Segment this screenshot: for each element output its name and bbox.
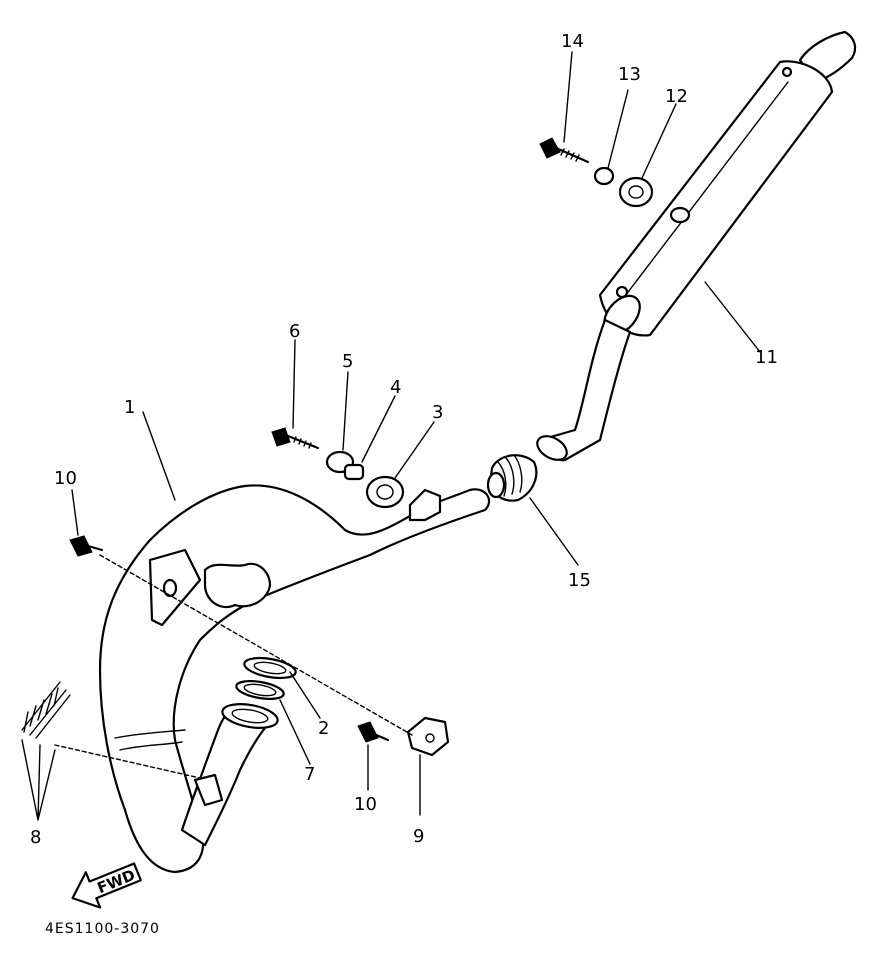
exhaust-pipe bbox=[98, 484, 491, 874]
callout-1: 1 bbox=[124, 397, 135, 418]
springs bbox=[21, 681, 71, 739]
drawing-code: 4ES1100-3070 bbox=[45, 921, 160, 937]
leader-lines bbox=[21, 51, 761, 821]
callout-14: 14 bbox=[561, 31, 584, 52]
joint-part-15 bbox=[486, 454, 538, 502]
callout-8: 8 bbox=[30, 827, 41, 848]
callout-3: 3 bbox=[432, 402, 443, 423]
callout-5: 5 bbox=[342, 351, 353, 372]
mount-hardware bbox=[271, 427, 405, 509]
callout-13: 13 bbox=[618, 64, 641, 85]
silencer-mount-hardware bbox=[539, 137, 654, 208]
callout-9: 9 bbox=[413, 826, 424, 847]
callout-2: 2 bbox=[318, 718, 329, 739]
callout-labels: 1 2 3 4 5 6 7 8 9 10 10 11 12 13 14 15 bbox=[30, 31, 778, 848]
callout-7: 7 bbox=[304, 764, 315, 785]
callout-12: 12 bbox=[665, 86, 688, 107]
callout-11: 11 bbox=[755, 347, 778, 368]
callout-6: 6 bbox=[289, 321, 300, 342]
forward-direction-arrow: FWD bbox=[71, 862, 142, 909]
callout-10-bottom: 10 bbox=[354, 794, 377, 815]
callout-4: 4 bbox=[390, 377, 401, 398]
callout-10-top: 10 bbox=[54, 468, 77, 489]
silencer bbox=[536, 30, 857, 462]
bolts-and-stay bbox=[69, 535, 450, 757]
callout-15: 15 bbox=[568, 570, 591, 591]
gaskets bbox=[221, 656, 297, 729]
